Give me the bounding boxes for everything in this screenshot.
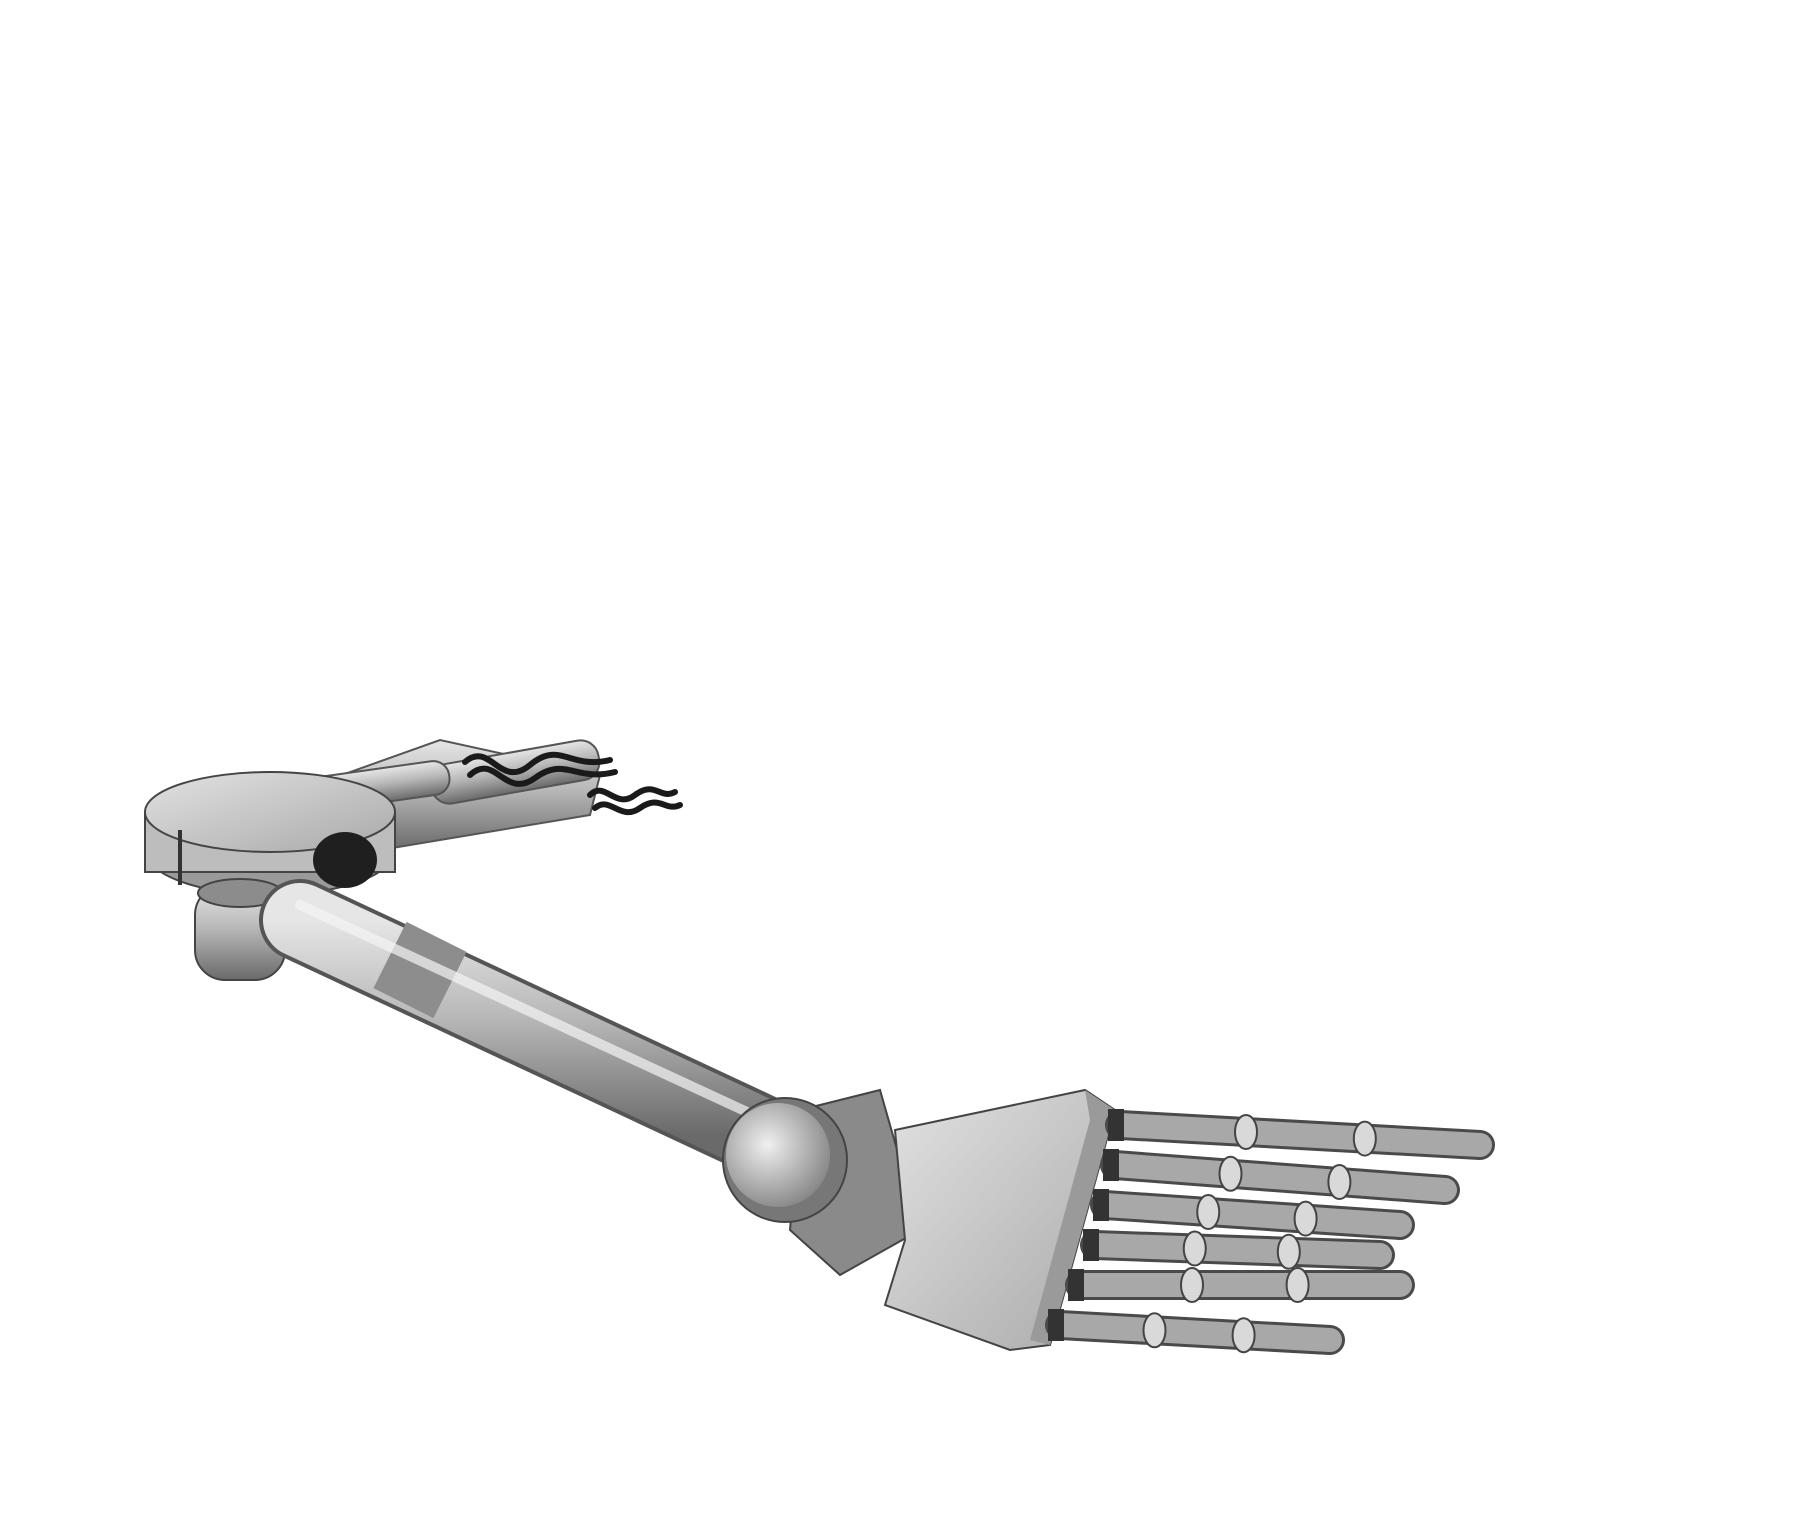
forearm-tube <box>259 879 801 1176</box>
knuckle-joint <box>1196 1194 1221 1230</box>
knuckle-joint <box>1234 1114 1258 1150</box>
finger-base <box>1108 1109 1124 1141</box>
finger-base <box>1103 1149 1119 1181</box>
finger-4 <box>1080 1229 1395 1270</box>
knuckle-joint <box>1327 1164 1352 1200</box>
finger-2 <box>1100 1149 1460 1205</box>
finger-1 <box>1105 1109 1495 1160</box>
finger-base <box>1048 1309 1064 1341</box>
knuckle-joint <box>1182 1230 1207 1267</box>
finger-base <box>1068 1269 1084 1301</box>
knuckle-joint <box>1352 1120 1377 1157</box>
knuckle-joint <box>1285 1267 1310 1303</box>
shoulder-joint <box>144 771 396 896</box>
wrist-joint <box>722 1088 922 1277</box>
finger-6 <box>1045 1309 1345 1355</box>
knuckle-joint <box>1142 1312 1167 1349</box>
knuckle-joint <box>1293 1200 1318 1237</box>
finger-3 <box>1090 1189 1415 1240</box>
knuckle-joint <box>1218 1155 1243 1192</box>
knuckle-joint <box>1180 1267 1204 1303</box>
knuckle-joint <box>1231 1317 1256 1354</box>
finger-base <box>1083 1229 1099 1261</box>
palm-plate <box>883 1088 1117 1352</box>
finger-group <box>1045 1109 1495 1355</box>
finger-5 <box>1065 1267 1415 1303</box>
cable-bundle <box>462 751 683 816</box>
finger-base <box>1093 1189 1109 1221</box>
knuckle-joint <box>1276 1233 1301 1270</box>
